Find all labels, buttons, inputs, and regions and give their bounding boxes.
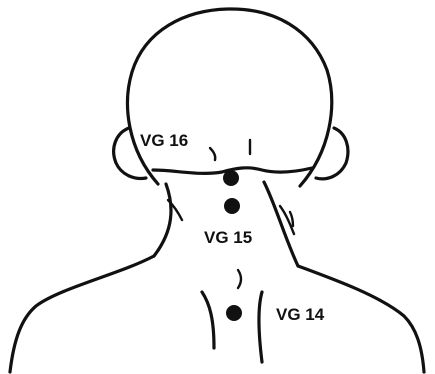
vg14-point: [226, 305, 242, 321]
left-shoulder: [10, 256, 154, 372]
vg16-point: [223, 170, 239, 186]
spine-mark-vg14: [238, 270, 241, 288]
vg15-label: VG 15: [204, 228, 252, 247]
vg14-label: VG 14: [276, 305, 325, 324]
spine-mark-vg16-left: [210, 148, 215, 160]
scapula-right: [259, 292, 262, 362]
neck-left: [154, 184, 171, 256]
scapula-left: [202, 292, 214, 348]
vg15-point: [224, 198, 240, 214]
head-outline: [128, 9, 332, 186]
vg16-label: VG 16: [140, 131, 188, 150]
